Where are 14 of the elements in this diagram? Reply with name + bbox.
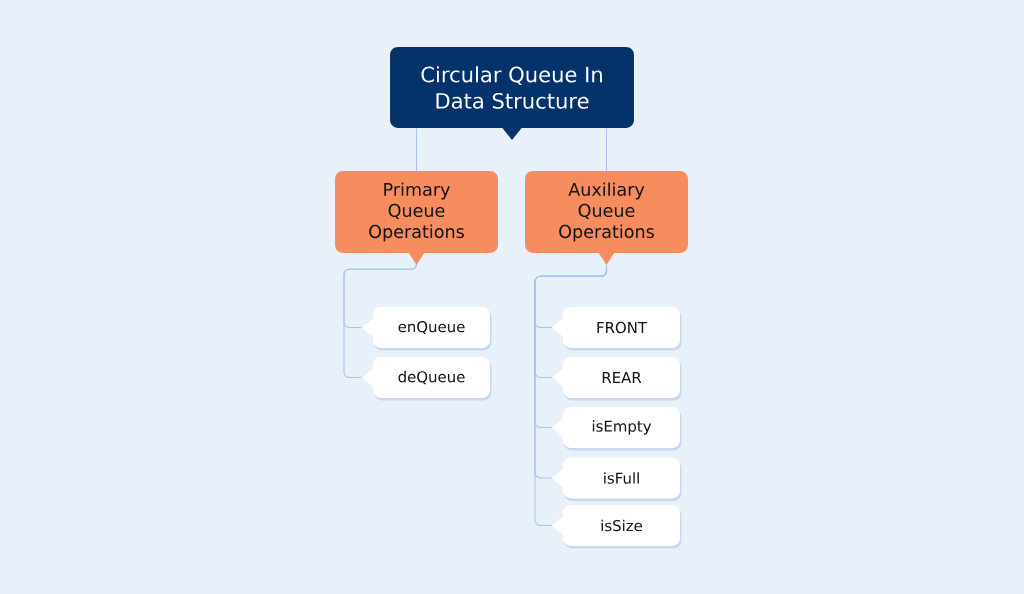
item-box: isSize [552, 505, 682, 549]
category-box: Auxiliary Queue Operations [525, 171, 688, 265]
title-box: Circular Queue In Data Structure [390, 47, 634, 140]
connector-line [416, 127, 418, 172]
item-box: isFull [552, 457, 682, 501]
item-box: FRONT [552, 307, 682, 351]
item-box: enQueue [362, 307, 492, 351]
connector-line [343, 263, 418, 378]
category-box: Primary Queue Operations [335, 171, 498, 265]
item-box: deQueue [362, 357, 492, 401]
item-box: isEmpty [552, 407, 682, 451]
connector-line [534, 264, 608, 526]
connector-line [605, 127, 608, 172]
item-box: REAR [552, 357, 682, 401]
